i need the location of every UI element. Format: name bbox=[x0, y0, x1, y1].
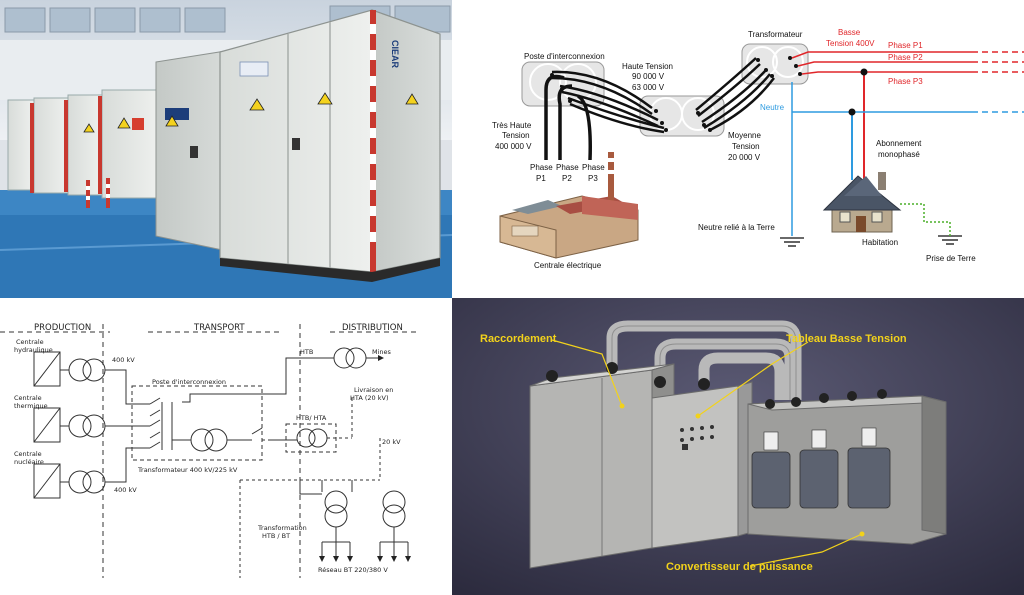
voltage-20kv-label: 20 kV bbox=[382, 438, 401, 446]
transfo-htb-bt-label-1: Transformation bbox=[257, 524, 307, 532]
htb-label: HTB bbox=[300, 348, 313, 356]
phase-p2-label-word: Phase bbox=[556, 163, 579, 172]
tht-label-line1: Très Haute bbox=[492, 121, 532, 130]
centrale-thermique-label-1: Centrale bbox=[14, 394, 42, 402]
bt-phase-lines bbox=[791, 51, 1024, 180]
header-distribution: DISTRIBUTION bbox=[342, 323, 403, 333]
voltage-400kv-top: 400 kV bbox=[112, 356, 135, 364]
phase-p2-label-num: P2 bbox=[562, 174, 572, 183]
transformateur-label: Transformateur bbox=[748, 30, 803, 39]
tht-label-line2: Tension bbox=[502, 131, 530, 140]
bt-phase-p1-label: Phase P1 bbox=[888, 41, 923, 50]
voltage-400kv-bottom: 400 kV bbox=[114, 486, 137, 494]
abonnement-label-line1: Abonnement bbox=[876, 139, 922, 148]
neutre-line bbox=[791, 82, 1024, 236]
centrale-hydraulique-label-2: hydraulique bbox=[14, 346, 53, 354]
neutre-terre-label: Neutre relié à la Terre bbox=[698, 223, 775, 232]
centrale-label: Centrale électrique bbox=[534, 261, 602, 270]
reseau-bt-label: Réseau BT 220/380 V bbox=[318, 566, 388, 574]
network-sketch: PRODUCTION TRANSPORT DISTRIBUTION Centra… bbox=[0, 298, 452, 595]
tableau-basse-tension-label: Tableau Basse Tension bbox=[786, 333, 907, 345]
bt-label-line1: Basse bbox=[838, 28, 861, 37]
ht-label-line2: 90 000 V bbox=[632, 72, 665, 81]
transfo-htb-bt-label-2: HTB / BT bbox=[262, 532, 290, 540]
mt-conductors bbox=[695, 57, 775, 132]
tht-label-line3: 400 000 V bbox=[495, 142, 532, 151]
htb-hta-label: HTB/ HTA bbox=[296, 414, 327, 422]
phase-p1-label-word: Phase bbox=[530, 163, 553, 172]
centrale-nucleaire-label-1: Centrale bbox=[14, 450, 42, 458]
phase-p3-label-word: Phase bbox=[582, 163, 605, 172]
centrale-nucleaire-label-2: nucléaire bbox=[14, 458, 44, 466]
header-production: PRODUCTION bbox=[34, 323, 91, 333]
transfo-400-225-label: Transformateur 400 kV/225 kV bbox=[137, 466, 238, 474]
phase-p1-label-num: P1 bbox=[536, 174, 546, 183]
poste-interconnexion-sketch-label: Poste d'interconnexion bbox=[152, 378, 226, 386]
house-ground-icon bbox=[938, 235, 962, 245]
main-transformateur bbox=[741, 43, 809, 85]
substation-photo-illustration: CIEAR bbox=[0, 0, 452, 298]
prise-de-terre-label: Prise de Terre bbox=[926, 254, 976, 263]
mt-label-line3: 20 000 V bbox=[728, 153, 761, 162]
mt-label-line1: Moyenne bbox=[728, 131, 761, 140]
raccordement-label: Raccordement bbox=[480, 333, 557, 345]
bt-label-line2: Tension 400V bbox=[826, 39, 875, 48]
ht-label-line1: Haute Tension bbox=[622, 62, 673, 71]
centrale-thermique-label-2: thermique bbox=[14, 402, 48, 410]
habitation-label: Habitation bbox=[862, 238, 898, 247]
poste-interconnexion-transformer bbox=[521, 61, 605, 107]
ht-label-line3: 63 000 V bbox=[632, 83, 665, 92]
house-icon bbox=[822, 172, 902, 233]
neutre-ground-icon bbox=[780, 237, 804, 247]
cabinet-brand-label: CIEAR bbox=[390, 40, 400, 69]
network-diagram: Poste d'interconnexion bbox=[452, 0, 1024, 298]
substation-photo: CIEAR bbox=[0, 0, 452, 298]
mt-label-line2: Tension bbox=[732, 142, 760, 151]
phase-p3-label-num: P3 bbox=[588, 174, 598, 183]
ht-conductors bbox=[551, 70, 665, 134]
mines-label: Mines bbox=[372, 348, 392, 356]
power-plant-icon bbox=[499, 152, 639, 259]
livraison-label-1: Livraison en bbox=[354, 386, 393, 394]
converter-render: Raccordement Tableau Basse Tension Conve… bbox=[452, 298, 1024, 595]
abonnement-label-line2: monophasé bbox=[878, 150, 920, 159]
centrale-hydraulique-label-1: Centrale bbox=[16, 338, 44, 346]
convertisseur-label: Convertisseur de puissance bbox=[666, 561, 813, 573]
livraison-label-2: HTA (20 kV) bbox=[350, 394, 389, 402]
header-transport: TRANSPORT bbox=[193, 323, 245, 333]
callout-lines bbox=[551, 339, 863, 567]
bt-phase-p3-label: Phase P3 bbox=[888, 77, 923, 86]
neutre-label: Neutre bbox=[760, 103, 785, 112]
bt-phase-p2-label: Phase P2 bbox=[888, 53, 923, 62]
poste-interconnexion-label: Poste d'interconnexion bbox=[524, 52, 605, 61]
